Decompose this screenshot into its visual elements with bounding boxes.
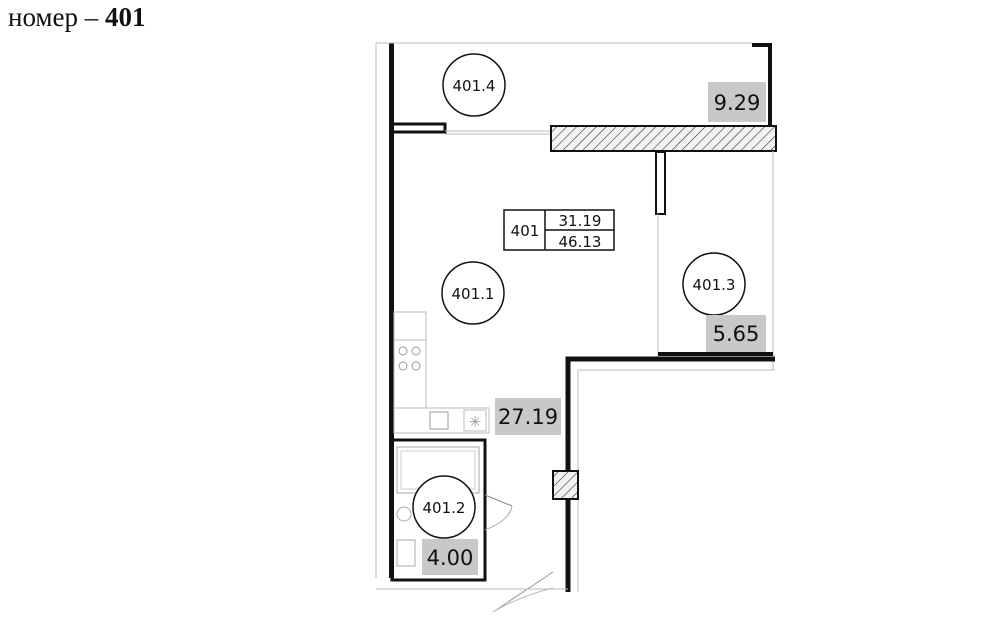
kitchen-counter — [393, 311, 427, 409]
room-2-area-badge — [495, 398, 561, 435]
apartment-number: 401 — [511, 222, 540, 240]
room-label-circle-2 — [441, 261, 505, 325]
stove-burner-3 — [398, 361, 408, 371]
room-1-area: 9.29 — [714, 91, 761, 115]
bathroom-door-swing — [484, 505, 513, 531]
bathroom-door — [484, 494, 513, 507]
partition-wall — [655, 151, 666, 215]
living-area: 31.19 — [559, 212, 602, 230]
room-label-circle-4 — [412, 475, 476, 539]
room-3-area-badge — [706, 315, 766, 352]
stove-burner-2 — [411, 346, 421, 356]
balcony-right-wall — [752, 43, 772, 126]
room-label-circle-1 — [442, 53, 506, 117]
wall-l-shape — [565, 356, 775, 592]
concrete-wall-top — [550, 125, 777, 152]
kitchen-base — [393, 407, 490, 434]
room-3-bottom-wall — [658, 352, 773, 356]
fridge — [463, 409, 487, 432]
bathroom-wall — [390, 438, 487, 582]
toilet — [396, 539, 416, 567]
stove-burner-1 — [398, 346, 408, 356]
page-title: номер – 401 — [8, 2, 146, 33]
room-4-id: 401.2 — [423, 499, 466, 517]
entrance-door-swing — [492, 587, 554, 613]
hatched-column — [552, 470, 579, 500]
washbasin — [396, 506, 412, 522]
sink — [429, 411, 449, 430]
room-4-area-badge — [422, 539, 478, 575]
entrance-door — [492, 571, 554, 613]
title-number: 401 — [105, 2, 146, 32]
room-3-area: 5.65 — [713, 322, 760, 346]
room-2-area: 27.19 — [498, 405, 558, 429]
stove-burner-4 — [411, 361, 421, 371]
room-4-area: 4.00 — [427, 546, 474, 570]
total-area: 46.13 — [559, 233, 602, 251]
room-1-id: 401.4 — [453, 77, 496, 95]
wall-left — [389, 43, 394, 578]
wall-stub-left — [390, 122, 447, 134]
room-1-area-badge — [708, 82, 766, 122]
room-2-id: 401.1 — [452, 285, 495, 303]
room-3-id: 401.3 — [693, 276, 736, 294]
fridge-mark-icon: ✳ — [469, 413, 482, 431]
title-prefix: номер – — [8, 2, 99, 32]
